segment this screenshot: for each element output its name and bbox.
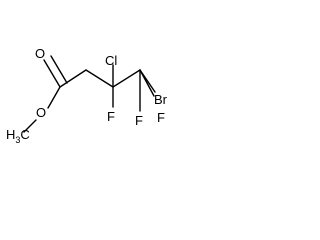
chain-bond-2 <box>85 69 114 88</box>
atom-labels: O O H3C Cl F Br F F <box>6 46 168 145</box>
bonds <box>23 55 156 133</box>
bromine-label: Br <box>154 92 168 107</box>
ester-oxygen-label: O <box>36 105 46 120</box>
carbonyl-double-bond-2 <box>50 55 68 84</box>
chain-bond-1 <box>59 69 87 88</box>
fluorine-c4-label: F <box>107 109 115 124</box>
methyl-subscript: 3 <box>15 135 20 145</box>
fluorine-c5-right-label: F <box>157 110 165 125</box>
methyl-label: H3C <box>6 127 30 145</box>
methoxy-bond <box>23 119 37 133</box>
ester-bond <box>47 86 61 109</box>
c5-f-right-bond <box>139 69 155 97</box>
carbonyl-double-bond-1 <box>43 59 61 88</box>
chemical-structure: O O H3C Cl F Br F F <box>6 46 168 145</box>
methyl-c: C <box>20 127 29 142</box>
chain-bond-3 <box>112 69 141 88</box>
methyl-h: H <box>6 127 15 142</box>
chlorine-label: Cl <box>105 53 117 68</box>
carbonyl-oxygen-label: O <box>35 46 45 61</box>
fluorine-c5-bottom-label: F <box>135 113 143 128</box>
